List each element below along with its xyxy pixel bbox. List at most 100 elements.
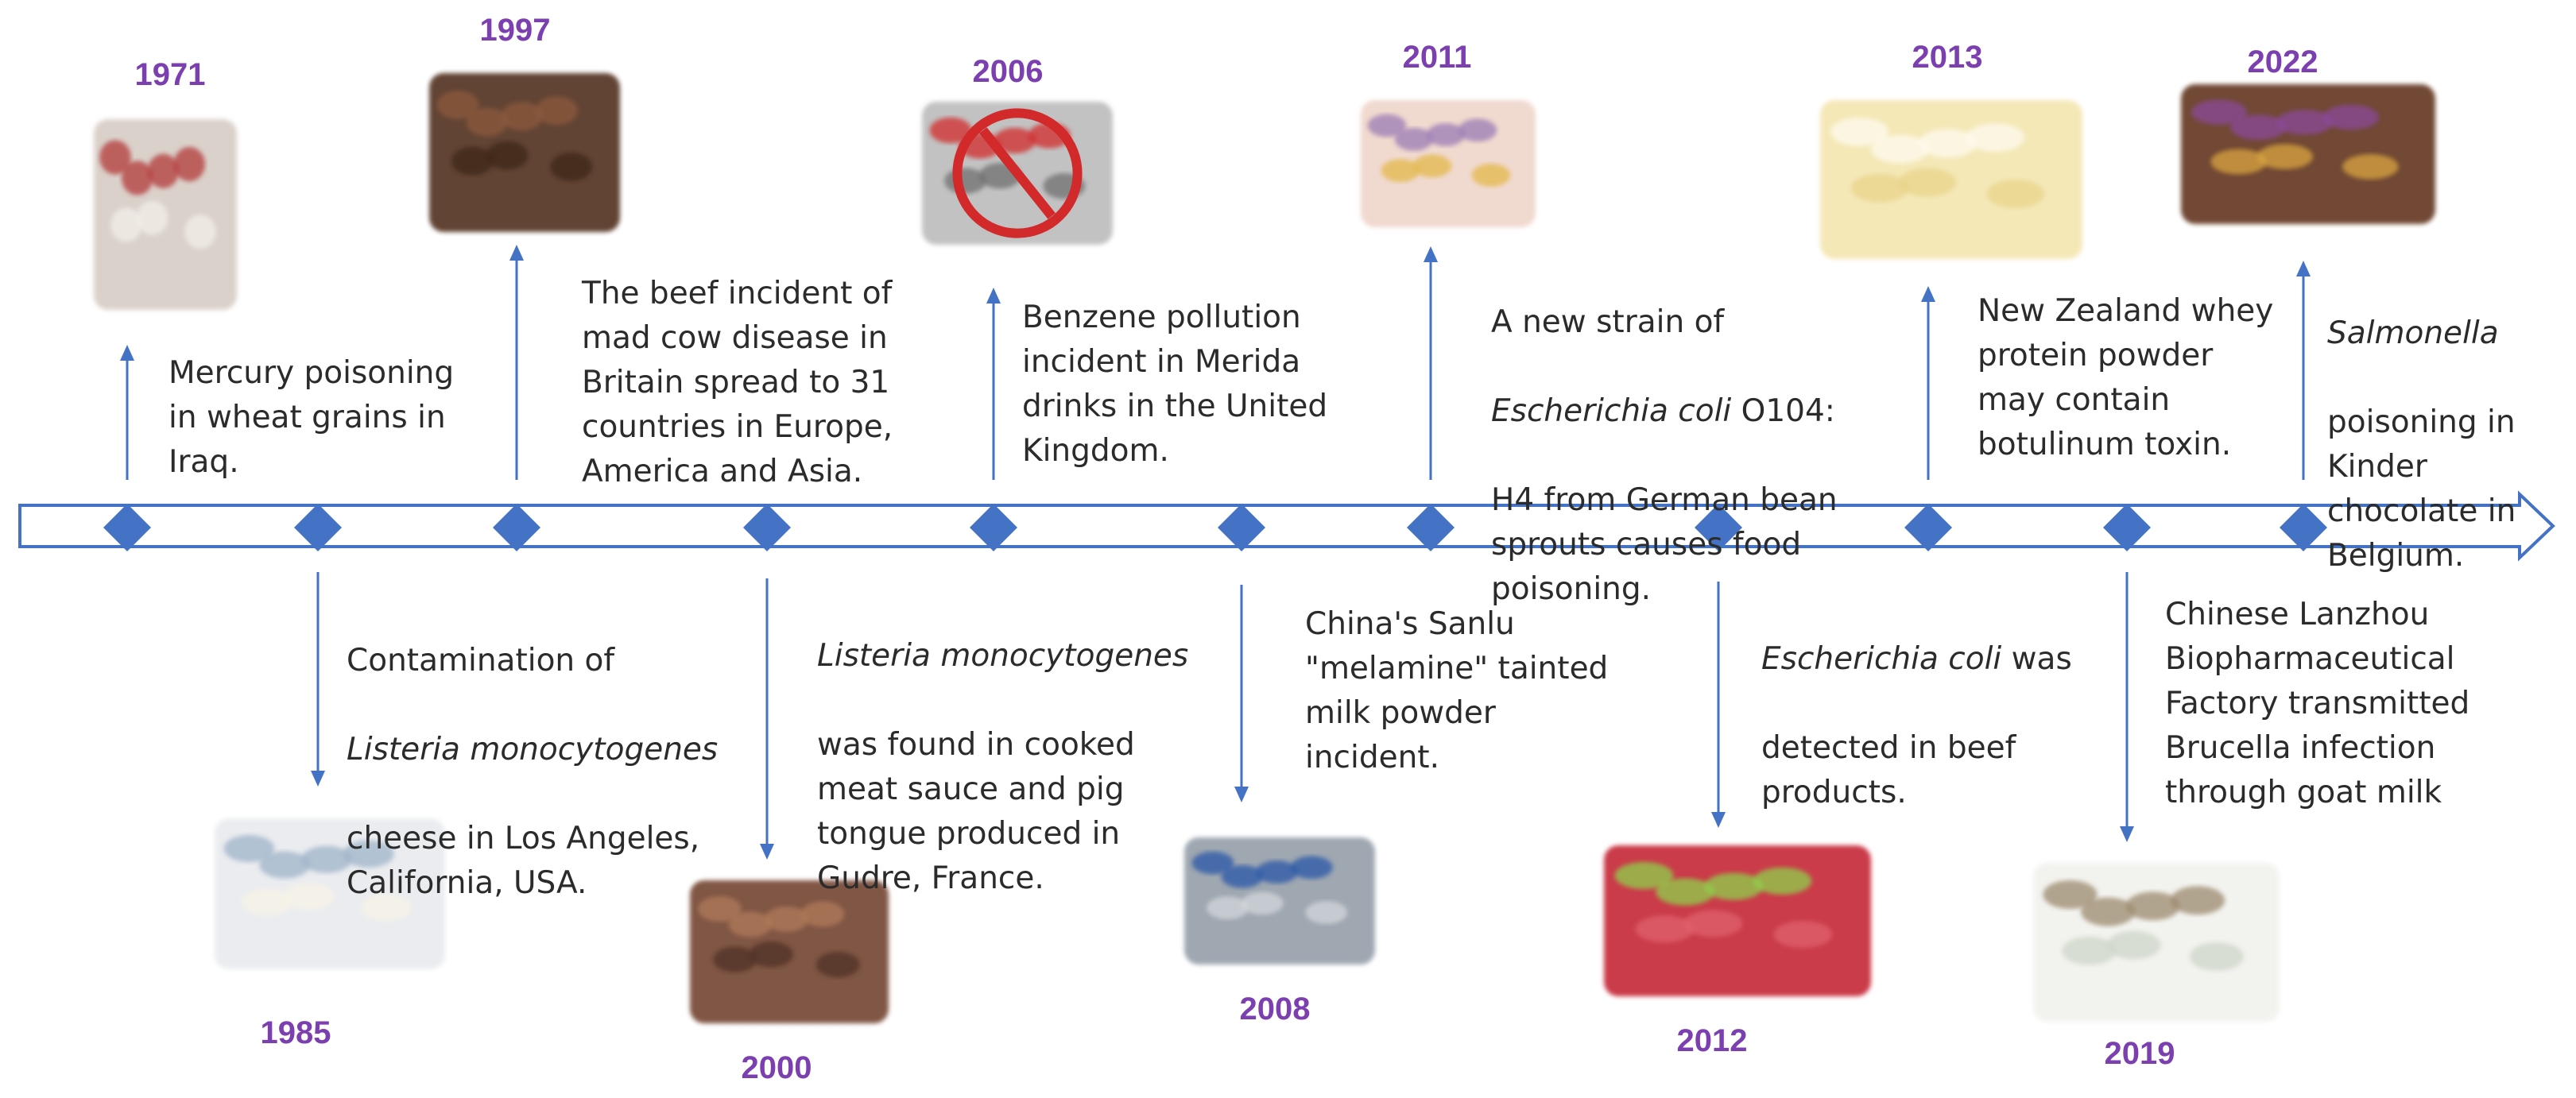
connector-arrowhead-1971 [120, 345, 134, 361]
bean-sprouts-image-detail [1381, 159, 1420, 183]
wheat-sack-image-detail [136, 200, 169, 235]
milk-powder-image [1184, 837, 1375, 965]
pig-tongue-image-detail [698, 895, 742, 922]
milk-powder-image-detail [1191, 851, 1234, 875]
connector-arrowhead-2000 [760, 844, 774, 860]
whey-powder-image [1820, 100, 2082, 259]
event-species-2012: Escherichia coli [1761, 641, 2002, 677]
event-description-2011-lead: A new strain of [1491, 304, 1725, 340]
connector-arrowhead-1985 [311, 771, 325, 787]
salmonella-chocolate-image-detail [2191, 99, 2248, 126]
event-species-1985: Listeria monocytogenes [347, 732, 719, 767]
goat-image-detail [2062, 936, 2117, 965]
timeline-marker-2006 [970, 504, 1017, 551]
event-description-2006: Benzene pollution incident in Merida dri… [1022, 300, 1328, 469]
blue-cheese-image-detail [301, 845, 352, 873]
blue-cheese-image-detail [361, 894, 412, 922]
whey-powder-image-detail [1871, 134, 1929, 164]
salmonella-chocolate-image-detail [2210, 149, 2267, 175]
connector-arrowhead-1997 [509, 245, 524, 261]
connector-arrowhead-2012 [1711, 812, 1726, 828]
goat-image-detail [2081, 897, 2136, 926]
beef-chunks-image-detail [501, 102, 544, 131]
beef-chunks-image-detail [466, 107, 509, 137]
event-description-1985: cheese in Los Angeles, California, USA. [347, 821, 700, 901]
pig-tongue-image-detail [749, 941, 793, 968]
connector-arrowhead-2008 [1234, 787, 1249, 802]
whey-powder-image-detail [1966, 123, 2024, 153]
whey-powder-image-detail [1919, 129, 1977, 158]
year-label-2008: 2008 [1239, 992, 1311, 1026]
timeline-arrow-band [18, 490, 2555, 562]
wheat-sack-image-detail [110, 207, 142, 242]
bacteria-beef-image-detail [1635, 915, 1695, 943]
pig-tongue-image-detail [728, 911, 773, 938]
bacteria-beef-image-detail [1614, 861, 1674, 890]
blue-cheese-image-detail [241, 888, 292, 916]
goat-image-detail [2125, 891, 2180, 921]
bean-sprouts-image-detail [1458, 118, 1497, 142]
banned-drinks-image-detail [929, 117, 972, 144]
event-description-1985-block: Contamination of Listeria monocytogenes … [347, 594, 718, 950]
wheat-sack-image-detail [147, 153, 180, 188]
year-label-2022: 2022 [2247, 44, 2318, 79]
event-species-2022: Salmonella [2327, 315, 2499, 351]
blue-cheese-image-detail [343, 840, 394, 868]
year-label-1985: 1985 [260, 1015, 331, 1050]
year-label-2019: 2019 [2104, 1036, 2175, 1071]
bean-sprouts-image-detail [1394, 127, 1434, 151]
event-description-1985-line2: Listeria monocytogenes [347, 728, 718, 772]
event-description-2011-line2: Escherichia coli O104: [1491, 389, 1838, 434]
beef-chunks-image [429, 73, 620, 232]
blue-cheese-image-detail [259, 851, 311, 879]
timeline-marker-1985 [294, 504, 342, 551]
goat-image [2033, 863, 2280, 1022]
bacteria-beef-image [1604, 845, 1871, 996]
bean-sprouts-image-detail [1471, 164, 1511, 187]
timeline-marker-2000 [743, 504, 791, 551]
milk-powder-image-detail [1207, 896, 1249, 920]
event-description-2011: H4 from German bean sprouts causes food … [1491, 482, 1838, 607]
event-description-2022-block: Salmonella poisoning in Kinder chocolate… [2327, 267, 2516, 623]
event-description-2008: China's Sanlu "melamine" tainted milk po… [1305, 606, 1609, 775]
goat-image-detail [2043, 880, 2098, 909]
pig-tongue-image [690, 880, 889, 1023]
bean-sprouts-image [1361, 100, 1536, 227]
event-species-2000: Listeria monocytogenes [817, 638, 1189, 674]
year-label-2013: 2013 [1912, 40, 1983, 75]
year-label-2006: 2006 [972, 54, 1044, 89]
event-description-1971: Mercury poisoning in wheat grains in Ira… [169, 355, 455, 480]
year-label-2011: 2011 [1402, 40, 1472, 75]
pig-tongue-image-detail [800, 901, 845, 927]
event-description-2011-suffix: O104: [1731, 393, 1835, 429]
event-description-2011-block: A new strain of Escherichia coli O104: H… [1491, 256, 1838, 656]
pig-tongue-image-detail [765, 906, 808, 933]
bacteria-beef-image-detail [1683, 910, 1743, 938]
event-description-2012-block: Escherichia coli was detected in beef pr… [1761, 593, 2072, 860]
whey-powder-image-detail [1830, 118, 1888, 146]
whey-powder-image-detail [1898, 168, 1957, 197]
bacteria-beef-image-detail [1656, 878, 1715, 906]
prohibition-slash-icon [979, 127, 1056, 219]
wheat-sack-image-detail [99, 140, 131, 175]
bean-sprouts-image-detail [1426, 123, 1466, 146]
whey-powder-image-detail [1850, 173, 1909, 203]
timeline-marker-2022 [2280, 504, 2327, 551]
event-description-2000-block: Listeria monocytogenes was found in cook… [817, 590, 1188, 945]
blue-cheese-image-detail [283, 883, 335, 910]
salmonella-chocolate-image-detail [2322, 104, 2379, 130]
milk-powder-image-detail [1305, 901, 1348, 924]
year-label-1971: 1971 [134, 57, 206, 92]
timeline-marker-2011 [1407, 504, 1455, 551]
connector-arrowhead-2022 [2296, 261, 2311, 276]
beef-chunks-image-detail [486, 141, 529, 170]
timeline-markers [103, 504, 2327, 551]
connector-arrows [120, 245, 2311, 860]
bacteria-beef-image-detail [1773, 921, 1833, 949]
prohibition-circle-icon [952, 108, 1083, 238]
milk-powder-image-detail [1256, 860, 1299, 883]
salmonella-chocolate-image-detail [2230, 114, 2287, 141]
event-images [94, 73, 2435, 1023]
